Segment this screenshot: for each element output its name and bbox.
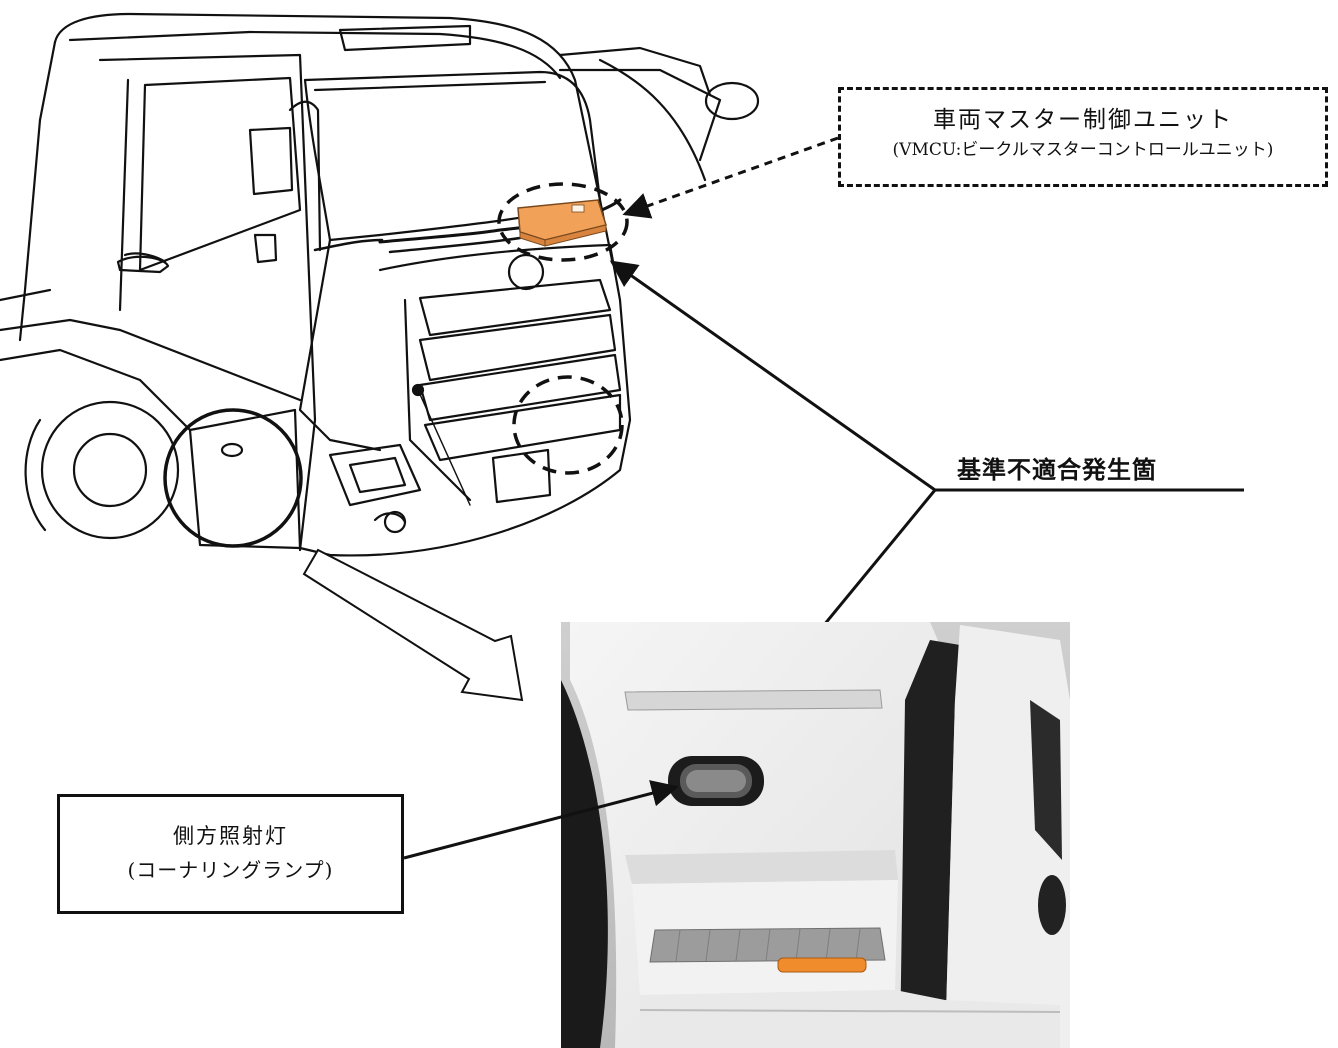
lamp-callout-box: 側方照射灯 (コーナリングランプ)	[57, 794, 404, 914]
block-arrow-icon	[302, 548, 524, 702]
vmcu-highlight-ring	[497, 182, 629, 262]
corner-lamp-icon	[668, 756, 764, 806]
corner-highlight-ring	[163, 408, 303, 548]
corner-lamp-photo	[561, 622, 1070, 1048]
vmcu-title: 車両マスター制御ユニット	[933, 107, 1233, 133]
defect-location-label: 基準不適合発生箇	[957, 456, 1157, 484]
grille-highlight-ring	[512, 375, 624, 475]
lamp-connector-arrow	[403, 780, 679, 860]
lamp-title: 側方照射灯	[173, 824, 288, 848]
truck-line-drawing	[0, 12, 760, 557]
vmcu-callout-box: 車両マスター制御ユニット (VMCU:ビークルマスターコントロールユニット)	[838, 87, 1328, 187]
vmcu-connector-arrow	[622, 136, 839, 219]
lamp-subtitle: (コーナリングランプ)	[127, 858, 334, 882]
vmcu-unit-icon	[517, 199, 607, 247]
vmcu-subtitle: (VMCU:ビークルマスターコントロールユニット)	[892, 140, 1274, 160]
